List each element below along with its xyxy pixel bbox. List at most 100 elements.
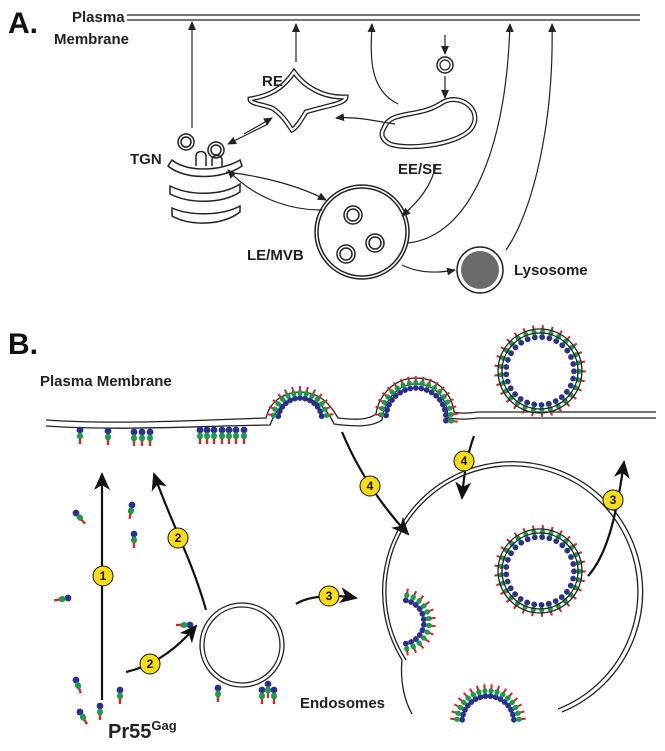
- gag-molecule: [510, 710, 525, 718]
- gag-molecule: [377, 398, 392, 408]
- gag-molecule: [412, 376, 419, 391]
- gag-molecule: [277, 393, 289, 407]
- gag-molecule: [469, 688, 479, 703]
- gag-molecule: [402, 588, 410, 604]
- gag-superscript: Gag: [151, 718, 176, 733]
- gag-molecule: [203, 426, 211, 444]
- gag-molecule: [451, 710, 466, 718]
- step-badge-2-lower: 2: [139, 653, 161, 675]
- gag-molecule: [457, 697, 471, 709]
- membrane-label: Membrane: [54, 31, 129, 48]
- gag-molecule: [412, 636, 425, 649]
- gag-molecule: [270, 686, 278, 704]
- plasma-membrane-label: Plasma Membrane: [40, 373, 172, 390]
- gag-molecule: [402, 640, 410, 656]
- gag-molecule: [419, 608, 434, 617]
- gag-molecule: [433, 386, 445, 399]
- gag-molecule: [104, 427, 112, 445]
- step-badge-4-left: 4: [359, 475, 381, 497]
- gag-molecule: [428, 381, 439, 396]
- step-badge-1: 1: [92, 565, 114, 587]
- gag-molecule: [54, 594, 72, 603]
- gag-molecule: [506, 338, 519, 351]
- pathway-arrows-b: [94, 431, 630, 700]
- svg-text:1: 1: [100, 569, 107, 583]
- panel-a: A. Plasma Membrane RE EE/SE: [8, 7, 640, 294]
- late-endosome-mvb: [314, 184, 410, 280]
- gag-molecule: [375, 405, 390, 413]
- gag-molecule: [511, 716, 526, 723]
- gag-molecule: [436, 391, 450, 403]
- re-label: RE: [262, 73, 283, 90]
- trafficking-arrows-a: [188, 21, 557, 276]
- gag-molecule: [475, 685, 484, 701]
- gag-molecule: [420, 621, 436, 628]
- plasma-label: Plasma: [72, 9, 125, 26]
- gag-molecule: [291, 386, 298, 402]
- gag-molecule: [501, 692, 513, 705]
- gag-molecule: [482, 684, 489, 700]
- trans-golgi-network: [167, 133, 243, 224]
- gag-molecule: [399, 378, 408, 393]
- gag-molecule: [381, 392, 395, 403]
- early-endosome: [379, 97, 478, 150]
- gag-molecule: [423, 378, 432, 393]
- gag-molecule: [146, 428, 154, 446]
- gag-molecule: [416, 601, 430, 612]
- gag-molecule: [559, 335, 571, 349]
- gag-molecule: [76, 708, 89, 725]
- gag-molecule: [302, 386, 309, 402]
- pr55-label: Pr55Gag: [108, 718, 177, 743]
- endocytic-vesicle: [436, 56, 454, 74]
- gag-molecule: [553, 530, 563, 544]
- step-badge-3-right: 3: [602, 489, 624, 511]
- gag-molecule: [314, 398, 328, 410]
- gag-molecule: [406, 376, 414, 392]
- lysosome-label: Lysosome: [514, 262, 588, 279]
- pr55-text: Pr55: [108, 721, 151, 743]
- gag-molecule: [412, 595, 425, 608]
- gag-molecule: [508, 703, 523, 713]
- le-mvb-label: LE/MVB: [247, 247, 304, 264]
- gag-molecule: [176, 621, 194, 629]
- gag-molecule: [418, 376, 425, 392]
- gag-molecule: [558, 394, 571, 407]
- gag-molecule: [297, 386, 303, 401]
- gag-molecule: [492, 685, 501, 701]
- step-badge-3-left: 3: [318, 585, 340, 607]
- gag-molecule: [311, 393, 323, 407]
- gag-molecule: [96, 702, 104, 720]
- gag-molecule: [130, 428, 138, 446]
- gag-molecule: [538, 402, 545, 417]
- gag-molecule: [392, 381, 403, 396]
- gag-molecule: [283, 389, 294, 404]
- gag-molecule: [225, 426, 233, 444]
- gag-molecule: [130, 530, 138, 548]
- gag-molecule: [76, 426, 84, 444]
- svg-text:4: 4: [367, 479, 374, 493]
- gag-molecules: [54, 426, 278, 725]
- gag-molecule: [196, 426, 204, 444]
- gag-molecule: [450, 716, 465, 723]
- step-badge-2-upper: 2: [167, 527, 189, 549]
- panel-b: B. Plasma Membrane: [8, 325, 656, 743]
- plasma-membrane-a: [127, 14, 640, 21]
- gag-molecule: [487, 684, 494, 700]
- gag-molecule: [420, 616, 436, 623]
- large-endosome: [382, 461, 644, 715]
- gag-molecule: [272, 398, 286, 410]
- gag-molecule: [386, 386, 399, 399]
- gag-molecule: [317, 405, 332, 415]
- gag-molecule: [232, 426, 240, 444]
- gag-molecule: [505, 591, 518, 604]
- gag-molecule: [72, 509, 86, 525]
- gag-molecule: [408, 639, 418, 654]
- gag-molecule: [264, 680, 272, 698]
- gag-molecule: [442, 417, 458, 424]
- gag-molecule: [419, 627, 434, 636]
- gag-molecule: [441, 405, 457, 413]
- gag-molecule: [306, 389, 317, 404]
- panel-b-letter: B.: [8, 328, 38, 361]
- gag-molecule: [463, 692, 475, 705]
